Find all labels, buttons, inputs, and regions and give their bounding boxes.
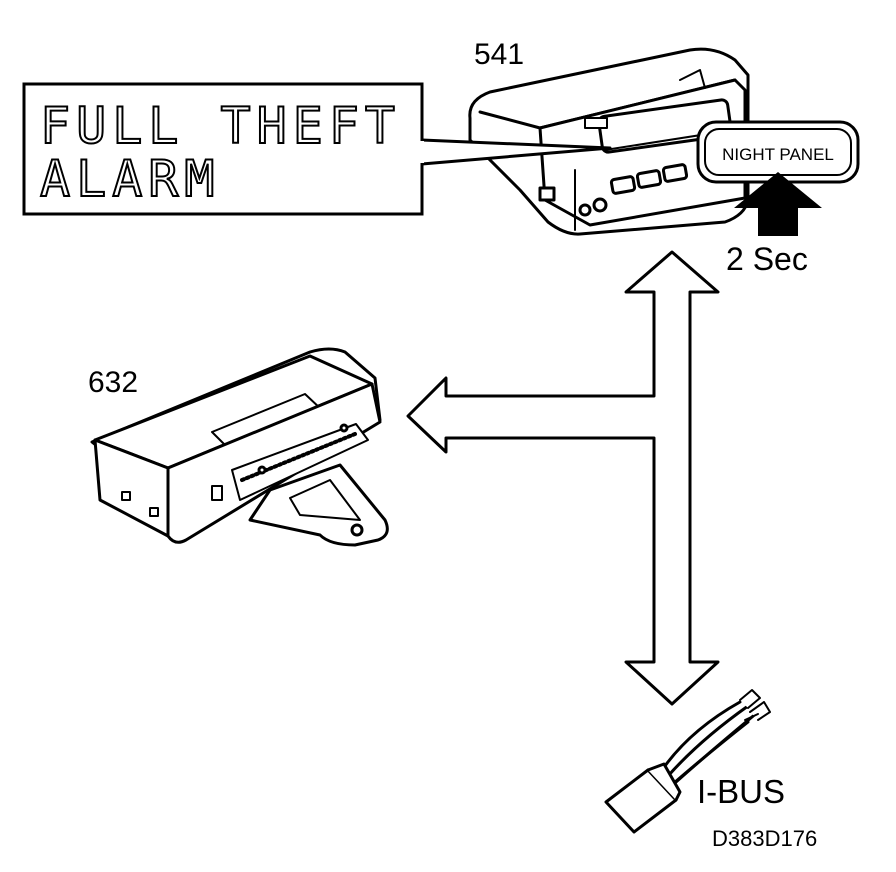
display-callout: FULL THEFT ALARM [22,82,612,216]
control-module-632 [90,347,389,547]
radio-number-label: 541 [474,38,524,71]
display-line-2: ALARM [40,150,221,208]
night-panel-label: NIGHT PANEL [722,145,834,164]
press-arrow-icon [734,172,822,236]
bus-label: I-BUS [697,773,785,810]
module-number-label: 632 [88,366,138,399]
night-panel-button[interactable]: NIGHT PANEL [696,120,860,184]
figure-id-label: D383D176 [712,826,817,851]
press-time-label: 2 Sec [726,241,808,277]
ibus-connector [604,689,771,834]
radio-unit-541 [468,47,750,236]
bus-arrow-outline [406,250,720,706]
display-pointer [421,138,612,166]
display-line-1: FULL THEFT [40,97,401,155]
